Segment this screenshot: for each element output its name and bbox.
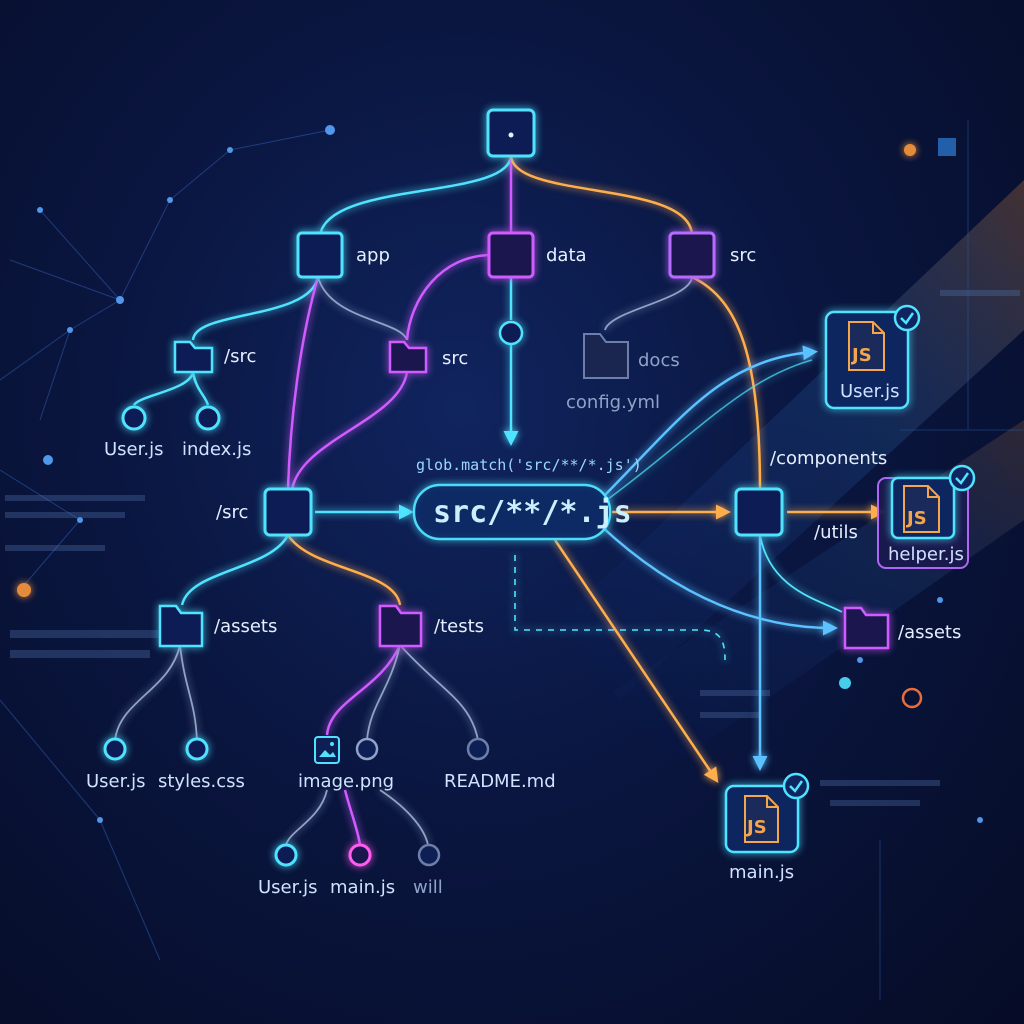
hub-node-label: /src xyxy=(216,502,248,523)
tree-edges xyxy=(114,154,886,846)
file-label: main.js xyxy=(330,877,395,898)
file-node-dot[interactable] xyxy=(348,843,372,867)
file-node-dot[interactable] xyxy=(195,405,221,431)
folder-icon[interactable] xyxy=(378,604,423,648)
docs-folder-label: docs xyxy=(638,350,680,371)
node-src[interactable] xyxy=(668,231,716,279)
file-node-dot[interactable] xyxy=(121,405,147,431)
node-app[interactable] xyxy=(296,231,344,279)
check-icon xyxy=(893,304,921,332)
file-node-dot[interactable] xyxy=(498,320,524,346)
js-badge: JS xyxy=(745,817,767,838)
folder-icon[interactable] xyxy=(843,606,890,650)
matched-file-card[interactable]: JS main.js xyxy=(724,772,810,883)
js-file-icon: JS xyxy=(848,321,885,371)
file-label: User.js xyxy=(86,771,145,792)
node-data[interactable] xyxy=(487,231,535,279)
tests-folder-label: /tests xyxy=(434,616,484,637)
right-assets-label: /assets xyxy=(898,622,961,643)
file-label: index.js xyxy=(182,439,251,460)
assets-folder-label: /assets xyxy=(214,616,277,637)
file-node-dot[interactable] xyxy=(417,843,441,867)
file-node-dot[interactable] xyxy=(274,843,298,867)
check-icon xyxy=(948,464,976,492)
file-node-dot[interactable] xyxy=(103,737,127,761)
js-badge: JS xyxy=(905,508,927,529)
image-icon[interactable] xyxy=(314,736,340,764)
config-file-label: config.yml xyxy=(566,392,660,413)
js-badge: JS xyxy=(850,345,872,366)
matched-file-card[interactable]: JS User.js xyxy=(824,304,921,410)
folder-icon[interactable] xyxy=(173,340,214,374)
file-label: styles.css xyxy=(158,771,245,792)
components-label: /components xyxy=(770,448,887,469)
file-node-dot[interactable] xyxy=(466,737,490,761)
data-src-folder-label: src xyxy=(442,348,468,369)
folder-node-icon xyxy=(508,132,514,138)
matched-file-name: User.js xyxy=(840,381,899,402)
folder-icon[interactable] xyxy=(388,340,428,374)
utils-label: /utils xyxy=(814,522,858,543)
js-file-icon: JS xyxy=(744,795,779,843)
root-node[interactable] xyxy=(486,108,536,158)
js-file-icon: JS xyxy=(903,485,940,533)
file-node-dot[interactable] xyxy=(355,737,379,761)
node-src-label: src xyxy=(730,245,756,266)
hub-node[interactable] xyxy=(263,487,313,537)
glob-pattern-box[interactable] xyxy=(412,483,612,541)
folder-icon[interactable] xyxy=(158,604,204,648)
matched-file-name: helper.js xyxy=(888,544,964,565)
file-label: image.png xyxy=(298,771,394,792)
file-label: User.js xyxy=(258,877,317,898)
components-node[interactable] xyxy=(734,487,784,537)
file-label: will xyxy=(413,877,443,898)
file-node-dot[interactable] xyxy=(185,737,209,761)
glob-pattern: src/**/*.js xyxy=(433,495,632,530)
app-src-folder-label: /src xyxy=(224,346,256,367)
node-data-label: data xyxy=(546,245,587,266)
matched-file-name: main.js xyxy=(729,862,794,883)
node-app-label: app xyxy=(356,245,390,266)
check-icon xyxy=(782,772,810,800)
glob-call-label: glob.match('src/**/*.js') xyxy=(416,456,642,474)
file-label: User.js xyxy=(104,439,163,460)
matched-file-card[interactable]: JS helper.js xyxy=(877,464,976,569)
file-label: README.md xyxy=(444,771,556,792)
folder-icon[interactable] xyxy=(583,333,629,379)
